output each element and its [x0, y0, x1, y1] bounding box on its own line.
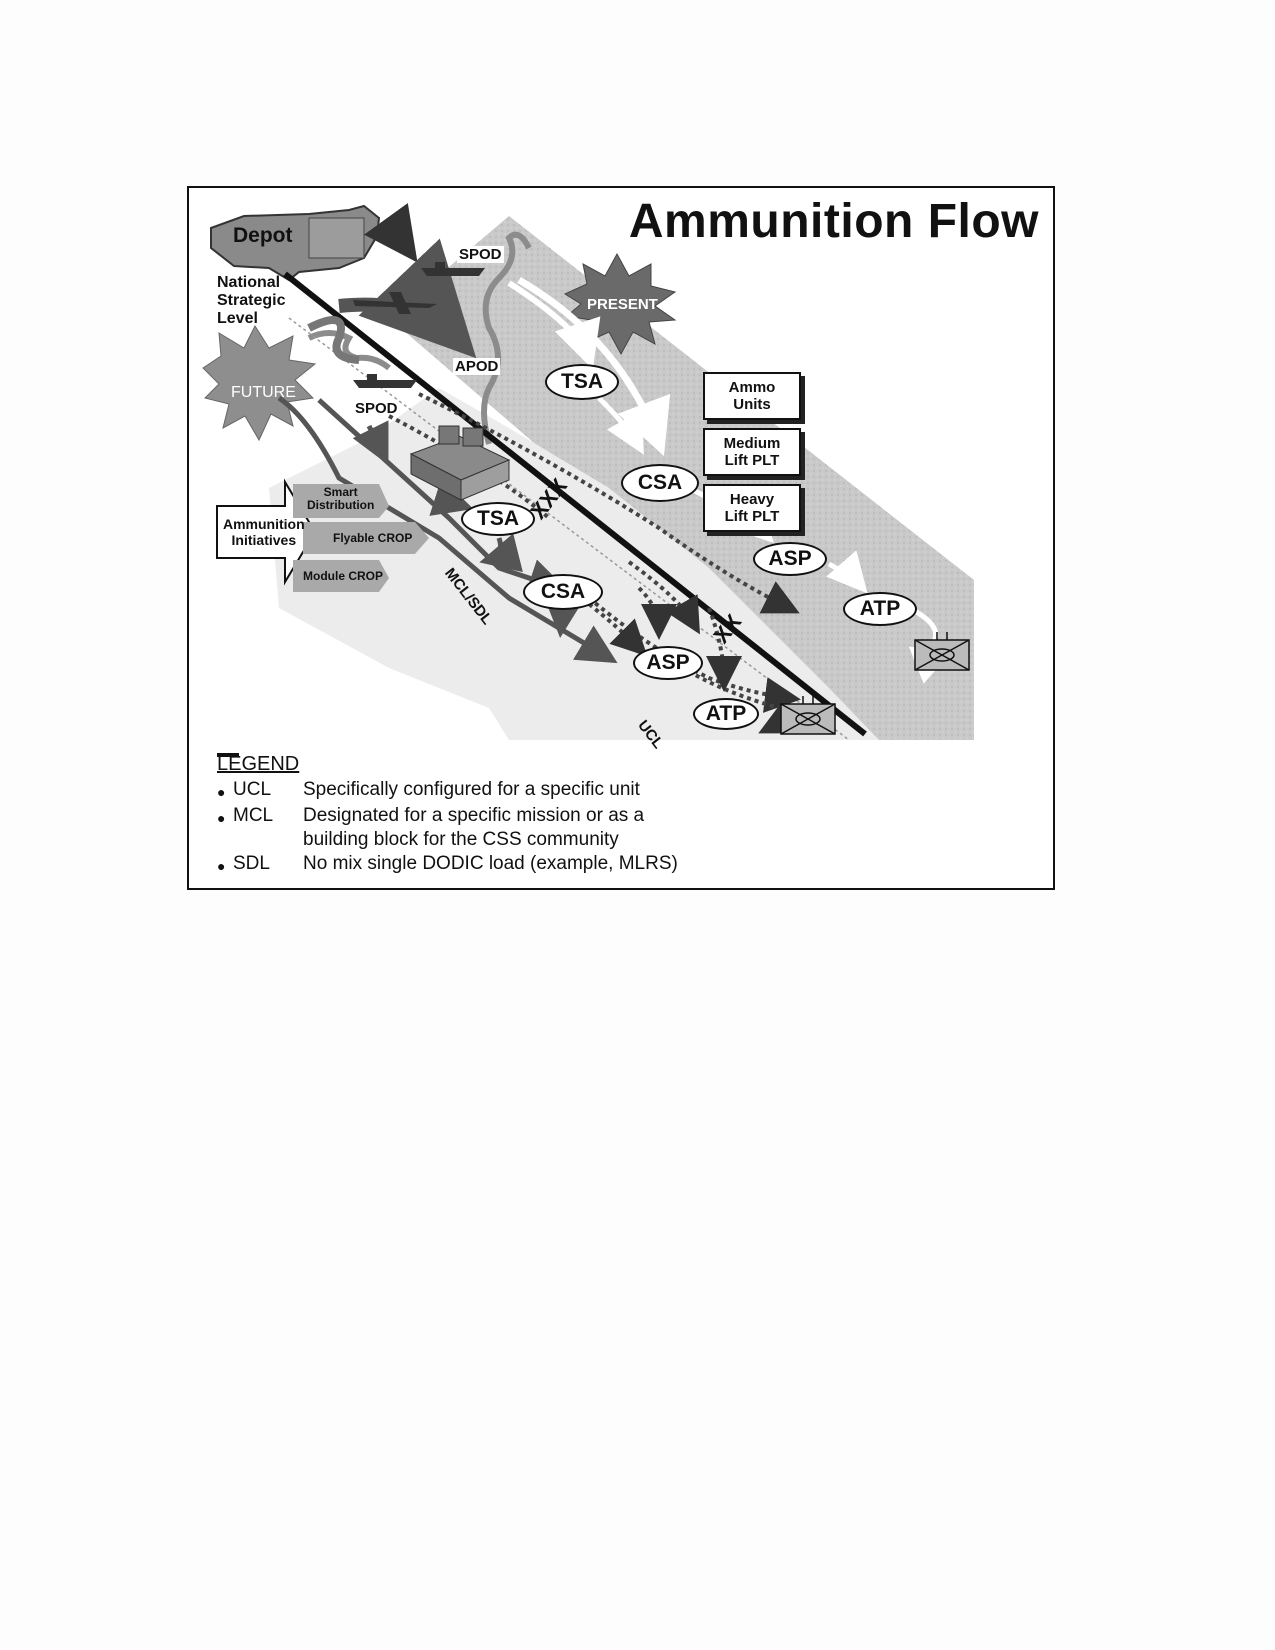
diagram-title: Ammunition Flow: [628, 195, 1039, 248]
legend-desc: Designated for a specific mission or as …: [303, 805, 645, 850]
legend-desc: Specifically configured for a specific u…: [303, 779, 640, 800]
legend-title: LEGEND: [217, 753, 300, 775]
unit-symbol-present: [914, 632, 970, 671]
legend-row-sdl: ● SDL No mix single DODIC load (example,…: [217, 753, 678, 878]
diagram-graphics: [202, 203, 974, 741]
medium-lift-box: Medium Lift PLT: [703, 428, 801, 476]
spod-mid-label: SPOD: [355, 400, 398, 417]
legend-key: UCL: [233, 779, 272, 800]
present-node-asp: ASP: [753, 542, 827, 576]
present-node-atp: ATP: [843, 592, 917, 626]
present-node-csa: CSA: [621, 464, 699, 502]
initiatives-arrow-label: Ammunition Initiatives: [223, 516, 305, 548]
depot-label: Depot: [233, 224, 293, 247]
national-strategic-label: National Strategic Level: [217, 274, 286, 327]
initiatives-arrow: [216, 478, 317, 586]
bullet-icon: ●: [217, 784, 226, 800]
bullet-icon: ●: [217, 858, 226, 874]
apod-label: APOD: [453, 358, 501, 375]
present-label: PRESENT: [587, 296, 658, 313]
bullet-icon: ●: [217, 810, 226, 826]
ship-icon-top: [421, 262, 485, 276]
legend-key: MCL: [233, 805, 274, 826]
solid-line-icon: [217, 753, 303, 828]
legend-key: SDL: [233, 853, 270, 874]
dotted-line-icon: [217, 753, 303, 802]
future-node-csa: CSA: [523, 574, 603, 610]
future-node-asp: ASP: [633, 646, 703, 680]
solid-line-icon: [217, 753, 303, 876]
initiative-flyable-crop: Flyable CROP: [333, 531, 413, 545]
future-starburst: [202, 324, 317, 442]
legend-row-mcl: ● MCL Designated for a specific mission …: [217, 753, 678, 852]
diagram-frame: Ammunition Flow Depot National Strategic…: [187, 186, 1055, 890]
ship-icon-mid: [353, 374, 417, 388]
initiative-module-crop: Module CROP: [303, 569, 383, 583]
present-node-tsa: TSA: [545, 364, 619, 400]
legend-desc: No mix single DODIC load (example, MLRS): [303, 853, 678, 874]
legend: LEGEND ● UCL Specifically configured for…: [217, 752, 678, 878]
legend-row-ucl: ● UCL Specifically configured for a spec…: [217, 753, 678, 804]
future-label: FUTURE: [231, 384, 296, 401]
initiative-smart-distribution: Smart Distribution: [307, 485, 375, 512]
container-stacks-icon: [409, 425, 511, 501]
heavy-lift-box: Heavy Lift PLT: [703, 484, 801, 532]
future-node-tsa: TSA: [461, 502, 535, 536]
future-node-atp: ATP: [693, 698, 759, 730]
aircraft-icon: [353, 292, 437, 314]
ammo-units-box: Ammo Units: [703, 372, 801, 420]
unit-symbol-future: [780, 696, 836, 735]
spod-top-label: SPOD: [457, 246, 504, 263]
